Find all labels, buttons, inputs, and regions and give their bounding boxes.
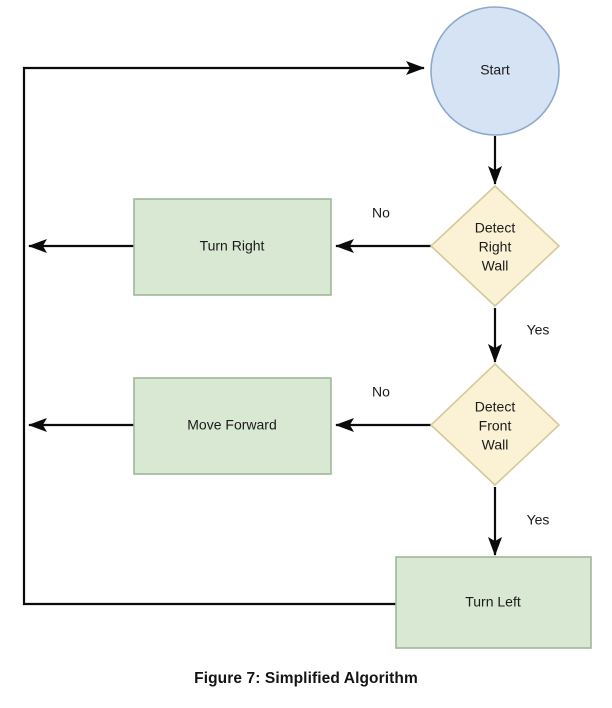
node-detect-right-wall-line2: Right bbox=[479, 239, 512, 255]
edge-label-right-wall-yes: Yes bbox=[527, 322, 550, 338]
node-detect-right-wall[interactable] bbox=[429, 184, 561, 308]
node-detect-front-wall[interactable] bbox=[429, 362, 561, 487]
edge-label-front-wall-no: No bbox=[372, 384, 390, 400]
figure-caption: Figure 7: Simplified Algorithm bbox=[194, 670, 418, 687]
edge-feedback-loop bbox=[22, 60, 425, 606]
node-detect-front-wall-line3: Wall bbox=[482, 437, 509, 453]
flowchart-canvas: Turn Right --> Detect Front Wall --> Mov… bbox=[22, 6, 592, 649]
node-detect-front-wall-line1: Detect bbox=[475, 399, 516, 415]
edge-label-right-wall-no: No bbox=[372, 205, 390, 221]
node-detect-right-wall-line3: Wall bbox=[482, 258, 509, 274]
node-move-forward[interactable] bbox=[133, 377, 332, 475]
node-turn-left-label: Turn Left bbox=[465, 594, 521, 610]
node-turn-right[interactable] bbox=[133, 198, 332, 296]
node-turn-right-label: Turn Right bbox=[200, 238, 265, 254]
node-start[interactable] bbox=[430, 6, 560, 136]
node-detect-front-wall-line2: Front bbox=[479, 418, 512, 434]
node-move-forward-label: Move Forward bbox=[187, 417, 276, 433]
edge-label-front-wall-yes: Yes bbox=[527, 512, 550, 528]
node-start-label: Start bbox=[480, 62, 510, 78]
node-turn-left[interactable] bbox=[395, 556, 592, 649]
node-detect-right-wall-line1: Detect bbox=[475, 220, 516, 236]
